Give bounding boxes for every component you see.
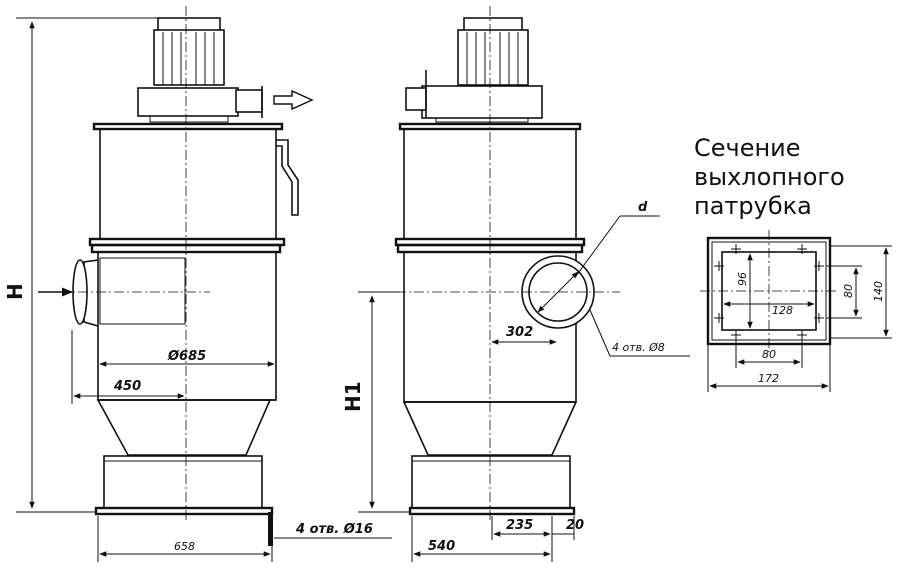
dimension-inlet-offset: 450	[71, 330, 185, 404]
side-inlet-offset-label: 302	[506, 325, 533, 340]
section-title-line3: патрубка	[694, 192, 812, 220]
edge-offset-label: 20	[566, 518, 584, 533]
dimension-H1: H1	[341, 291, 410, 513]
side-hopper	[402, 401, 578, 456]
inlet-diameter-callout: d	[575, 200, 660, 277]
inlet-height-label: H1	[341, 381, 365, 412]
front-view: H Ø685 450 658 4 отв. Ø16	[3, 6, 392, 562]
dimension-H: H	[3, 17, 160, 513]
outer-width-label: 172	[758, 372, 779, 385]
flange-holes-callout: 4 отв. Ø8	[589, 309, 690, 357]
mounting-holes-callout: 4 отв. Ø16	[268, 512, 392, 546]
side-lever	[276, 139, 299, 216]
diameter-label: Ø685	[167, 349, 206, 364]
outer-height-label: 140	[872, 281, 885, 302]
inlet-offset-label: 450	[113, 379, 141, 394]
height-label: H	[3, 283, 27, 300]
dimension-base-width: 658	[97, 516, 273, 562]
hole-pitch-v-label: 80	[842, 284, 855, 298]
front-hopper	[96, 399, 272, 456]
side-base-width-label: 540	[428, 539, 455, 554]
side-view: d 302 4 отв. Ø8 H1 540 235	[341, 6, 690, 562]
dimension-diameter: Ø685	[99, 349, 275, 367]
inner-height-label: 96	[736, 272, 749, 286]
dimension-side-inlet-offset: 302	[491, 325, 557, 345]
section-title-line2: выхлопного	[694, 163, 845, 191]
side-motor	[457, 17, 529, 86]
front-motor	[153, 17, 225, 86]
side-base	[408, 455, 576, 516]
hole-spacing-label: 235	[506, 518, 533, 533]
hole-pitch-h-label: 80	[762, 348, 776, 361]
front-fan-housing	[137, 86, 263, 123]
front-upper-body	[88, 122, 286, 247]
dimension-side-base: 540 235 20	[411, 516, 584, 562]
mounting-holes-label: 4 отв. Ø16	[295, 522, 373, 537]
base-width-label: 658	[174, 540, 195, 553]
front-lower-body	[90, 243, 282, 401]
inlet-diameter-label: d	[638, 200, 648, 215]
section-title-line1: Сечение	[694, 134, 801, 162]
exhaust-section-view: 96 128 80 140 80 172	[700, 230, 892, 392]
section-title: Сечение выхлопного патрубка	[694, 134, 904, 221]
side-fan-housing	[405, 70, 543, 123]
exhaust-arrow	[273, 89, 314, 111]
flange-holes-label: 4 отв. Ø8	[612, 341, 665, 354]
front-base	[94, 455, 274, 516]
front-inlet-nozzle	[72, 259, 99, 327]
inner-width-label: 128	[772, 304, 793, 317]
corner-holes	[714, 244, 824, 340]
